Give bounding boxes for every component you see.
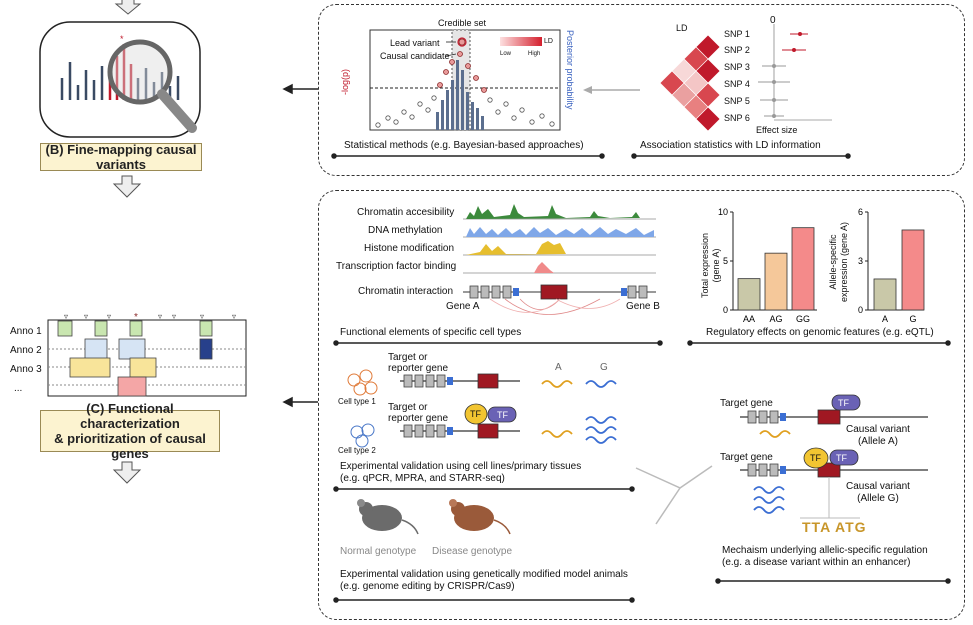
svg-text:▿: ▿ (84, 312, 88, 321)
track-interaction: Chromatin interaction (358, 286, 454, 297)
cell-type-1-label: Cell type 1 (338, 397, 376, 406)
caption-cell: Experimental validation using cell lines… (340, 461, 581, 485)
stage-c-text-1: (C) Functional characterization (80, 401, 180, 431)
tf-label-4: TF (810, 453, 821, 463)
y-left-label: -log(p) (340, 68, 350, 95)
svg-text:▿: ▿ (64, 312, 68, 321)
cell-type-2-label: Cell type 2 (338, 446, 376, 455)
snp-5: SNP 5 (724, 96, 750, 106)
target-line2-a: reporter gene (388, 363, 449, 374)
stage-b-label: (B) Fine-mapping causal variants (40, 142, 202, 172)
normal-genotype-label: Normal genotype (340, 546, 417, 557)
gene-a-label: Gene A (446, 301, 480, 312)
anno-row-1: Anno 1 (10, 326, 42, 337)
track-accessibility: Chromatin accesibility (357, 207, 455, 218)
manhattan-bars (60, 44, 180, 100)
track-methylation: DNA methylation (368, 225, 443, 236)
svg-text:▿: ▿ (172, 312, 176, 321)
motif-logo: TTA ATG (802, 519, 867, 535)
track-tf: Transcription factor binding (336, 261, 457, 272)
stage-b-text: (B) Fine-mapping causal variants (45, 142, 197, 172)
snp-2: SNP 2 (724, 45, 750, 55)
anno-row-more: ... (14, 383, 23, 394)
legend-low: Low (500, 51, 512, 57)
causal-variant-a-1: Causal variant (846, 424, 910, 435)
caption-mech-2: (e.g. a disease variant within an enhanc… (722, 557, 911, 568)
causal-variant-a-2: (Allele A) (857, 436, 898, 447)
target-line1-b: Target or (388, 402, 428, 413)
lead-variant-label: Lead variant (390, 38, 440, 48)
snp-4: SNP 4 (724, 79, 750, 89)
anno-row-2: Anno 2 (10, 345, 42, 356)
bar-left-ylabel-2: (gene A) (711, 248, 721, 283)
svg-text:▿: ▿ (158, 312, 162, 321)
allele-a-label: A (555, 362, 562, 373)
target-line2-b: reporter gene (388, 413, 449, 424)
target-gene-label-4: Target gene (720, 452, 773, 463)
caption-animal-1: Experimental validation using geneticall… (340, 569, 628, 580)
y-right-label: Posterior probability (565, 30, 575, 110)
caption-regulatory: Regulatory effects on genomic features (… (706, 327, 934, 338)
bar-left-ylabel: Total expression(gene A) (700, 233, 722, 298)
caption-mech-1: Mechaism underlying allelic-specific reg… (722, 545, 928, 556)
snp-1: SNP 1 (724, 29, 750, 39)
caption-animal: Experimental validation using geneticall… (340, 569, 628, 593)
caption-cell-1: Experimental validation using cell lines… (340, 461, 582, 472)
target-line1-a: Target or (388, 352, 428, 363)
down-arrow-1-icon (112, 175, 142, 198)
ld-label: LD (676, 23, 688, 33)
causal-variant-g-1: Causal variant (846, 481, 910, 492)
caption-animal-2: (e.g. genome editing by CRISPR/Cas9) (340, 581, 515, 592)
svg-text:▿: ▿ (107, 312, 111, 321)
magnifier-icon (107, 39, 197, 133)
snp-3: SNP 3 (724, 62, 750, 72)
causal-variant-a: Causal variant(Allele A) (846, 424, 910, 448)
track-histone: Histone modification (364, 243, 455, 254)
causal-candidate-label: Causal candidate (380, 51, 450, 61)
stage-c-label: (C) Functional characterization & priori… (40, 401, 220, 461)
snp-6: SNP 6 (724, 113, 750, 123)
caption-mech: Mechaism underlying allelic-specific reg… (722, 545, 928, 569)
credible-set-label: Credible set (438, 18, 487, 28)
legend-title: LD (544, 38, 553, 45)
annotation-grid: ▿ ▿ ▿ * ▿ ▿ ▿ ▿ (47, 312, 247, 397)
functional-panel (318, 190, 965, 620)
causal-variant-g-2: (Allele G) (857, 493, 899, 504)
tf-label-5: TF (836, 453, 847, 463)
tf-label-2: TF (497, 410, 508, 420)
bar-right-ylabel-2: expression (gene A) (839, 221, 849, 302)
tf-label-3: TF (838, 398, 849, 408)
causal-variant-g: Causal variant(Allele G) (846, 481, 910, 505)
stage-c-text-2: & prioritization of causal genes (54, 431, 206, 461)
tf-label-1: TF (470, 409, 481, 419)
svg-text:*: * (134, 312, 138, 323)
bar-right-ylabel-1: Allele-specific (828, 234, 838, 290)
gene-b-label: Gene B (626, 301, 660, 312)
svg-text:▿: ▿ (200, 312, 204, 321)
caption-assoc: Association statistics with LD informati… (640, 140, 821, 151)
svg-text:*: * (120, 34, 124, 44)
caption-cell-2: (e.g. qPCR, MPRA, and STARR-seq) (340, 473, 505, 484)
down-arrow-2-icon (112, 461, 142, 484)
disease-genotype-label: Disease genotype (432, 546, 513, 557)
bar-left-ylabel-1: Total expression (700, 232, 710, 298)
finemap-panel (318, 4, 965, 176)
caption-stat: Statistical methods (e.g. Bayesian-based… (344, 140, 584, 151)
anno-row-3: Anno 3 (10, 364, 42, 375)
effect-size-label: Effect size (756, 125, 798, 135)
svg-text:▿: ▿ (232, 312, 236, 321)
allele-g-label: G (600, 362, 608, 373)
target-gene-label-3: Target gene (720, 398, 773, 409)
forest-zero: 0 (770, 15, 776, 26)
caption-elements: Functional elements of specific cell typ… (340, 327, 522, 338)
legend-high: High (528, 51, 541, 57)
